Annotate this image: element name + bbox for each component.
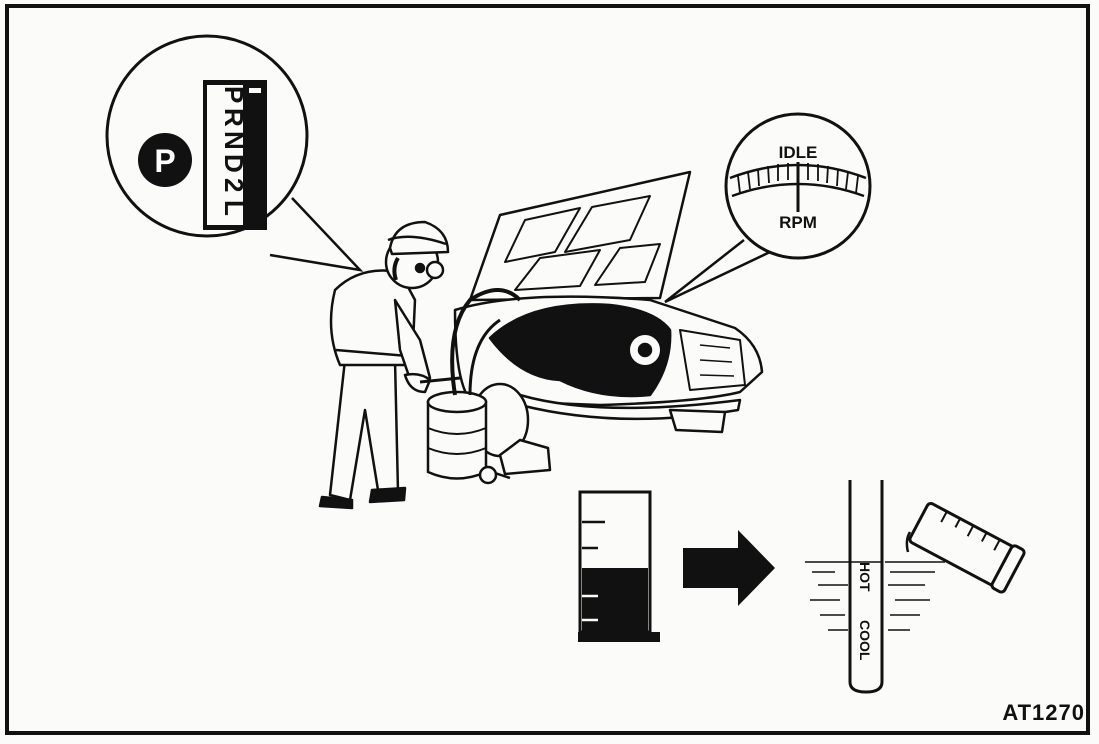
shift-callout: P P R N D 2 L	[107, 36, 360, 270]
figure-id: AT1270	[1002, 700, 1085, 726]
car-hood	[470, 172, 690, 300]
gear-label-2: 2	[219, 178, 249, 192]
gear-label-r: R	[219, 108, 249, 127]
gear-label-l: L	[219, 200, 249, 216]
gear-label-n: N	[219, 131, 249, 150]
gear-label-d: D	[219, 154, 249, 173]
dipstick-hot-label: HOT	[857, 562, 873, 592]
park-badge-letter: P	[154, 143, 175, 179]
tach-callout: IDLE RPM	[665, 114, 870, 302]
tach-idle-label: IDLE	[779, 143, 818, 162]
measuring-cup	[578, 492, 660, 642]
car	[455, 172, 762, 474]
mechanic-legs	[330, 360, 398, 500]
pouring-beaker	[908, 500, 1026, 593]
gear-label-p: P	[219, 86, 249, 103]
process-arrow-icon	[683, 530, 775, 606]
dipstick-assembly: HOT COOL	[805, 480, 1025, 692]
tach-rpm-label: RPM	[779, 213, 817, 232]
dipstick-cool-label: COOL	[857, 620, 873, 661]
cup-fluid-level	[582, 568, 648, 632]
